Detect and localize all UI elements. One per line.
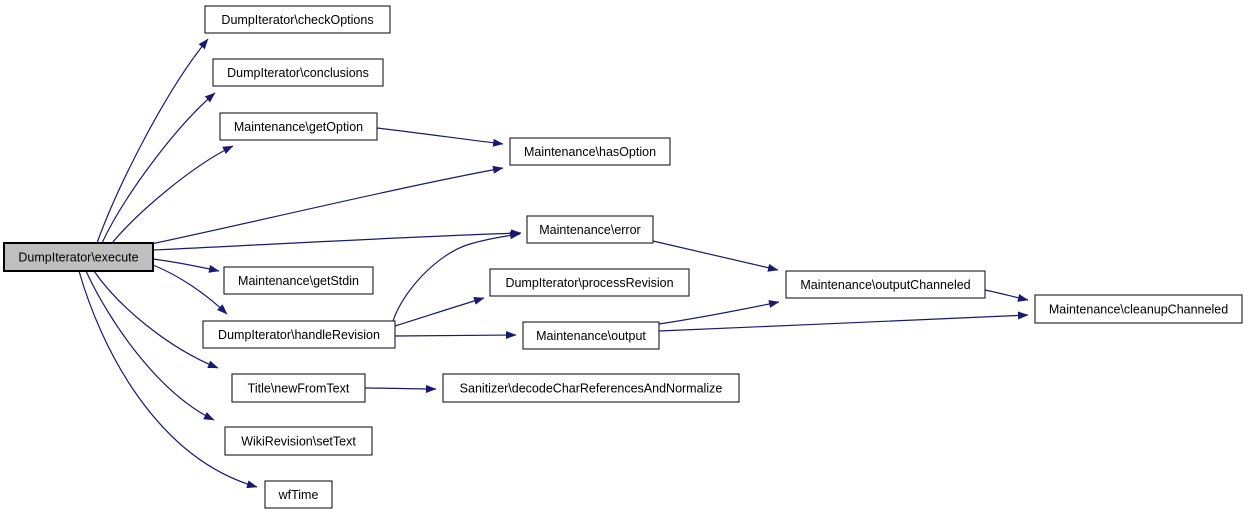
node-box-set-text[interactable] [224,426,373,456]
node-label-get-stdin: Maintenance\getStdin [238,274,359,288]
edge-output-to-output-channeled [658,300,780,325]
edges-layer [78,38,1029,489]
node-check-options[interactable]: DumpIterator\checkOptions [204,5,391,34]
edge-output-to-cleanup-channeled [658,311,1029,332]
node-process-revision[interactable]: DumpIterator\processRevision [489,268,690,297]
node-new-from-text[interactable]: Title\newFromText [231,373,366,403]
nodes-layer: DumpIterator\execute DumpIterator\checkOp… [3,5,1243,509]
node-label-error: Maintenance\error [539,223,640,237]
edge-execute-to-set-text [85,270,215,421]
edge-get-option-to-has-option [376,127,504,147]
edge-error-to-output-channeled [652,240,779,272]
edge-execute-to-conclusions [101,92,216,244]
node-label-execute: DumpIterator\execute [18,251,138,265]
node-has-option[interactable]: Maintenance\hasOption [509,137,671,166]
edge-execute-to-get-option [111,145,234,244]
node-box-conclusions[interactable] [212,58,384,87]
node-cleanup-channeled[interactable]: Maintenance\cleanupChanneled [1034,294,1243,324]
node-set-text[interactable]: WikiRevision\setText [224,426,373,456]
edge-handle-revision-to-output [394,331,517,340]
node-label-conclusions: DumpIterator\conclusions [227,66,369,80]
edge-output-channeled-to-cleanup-channeled [984,289,1029,302]
edge-execute-to-get-stdin [152,258,220,273]
node-box-get-stdin[interactable] [223,266,374,295]
node-output-channeled[interactable]: Maintenance\outputChanneled [785,270,986,299]
edge-new-from-text-to-decode-char-refs [364,384,437,393]
node-output[interactable]: Maintenance\output [522,321,660,350]
node-box-execute[interactable] [3,242,154,272]
node-label-get-option: Maintenance\getOption [234,120,363,134]
edge-execute-to-has-option [150,165,504,245]
node-get-option[interactable]: Maintenance\getOption [219,112,378,141]
node-label-process-revision: DumpIterator\processRevision [505,276,673,290]
node-box-process-revision[interactable] [489,268,690,297]
node-label-set-text: WikiRevision\setText [241,435,356,449]
node-box-decode-char-refs[interactable] [442,373,740,403]
node-decode-char-refs[interactable]: Sanitizer\decodeCharReferencesAndNormali… [442,373,740,403]
node-box-output-channeled[interactable] [785,270,986,299]
node-wf-time[interactable]: wfTime [264,480,333,509]
node-box-wf-time[interactable] [264,480,333,509]
edge-execute-to-new-from-text [93,270,219,369]
edge-handle-revision-to-error [392,231,521,322]
node-label-has-option: Maintenance\hasOption [524,145,656,159]
node-box-error[interactable] [526,215,654,244]
node-get-stdin[interactable]: Maintenance\getStdin [223,266,374,295]
edge-execute-to-error [152,229,522,251]
node-label-wf-time: wfTime [278,488,319,502]
node-label-output: Maintenance\output [536,329,646,343]
node-box-has-option[interactable] [509,137,671,166]
node-label-handle-revision: DumpIterator\handleRevision [218,328,380,342]
edge-execute-to-handle-revision [152,264,228,315]
edge-execute-to-wf-time [78,270,258,489]
node-label-cleanup-channeled: Maintenance\cleanupChanneled [1049,303,1228,317]
node-error[interactable]: Maintenance\error [526,215,654,244]
node-label-decode-char-refs: Sanitizer\decodeCharReferencesAndNormali… [460,382,723,396]
node-box-handle-revision[interactable] [202,320,396,349]
node-box-get-option[interactable] [219,112,378,141]
node-label-new-from-text: Title\newFromText [248,382,350,396]
node-execute[interactable]: DumpIterator\execute [3,242,154,272]
node-box-cleanup-channeled[interactable] [1034,294,1243,324]
node-label-check-options: DumpIterator\checkOptions [221,13,373,27]
edge-execute-to-check-options [96,38,209,244]
node-handle-revision[interactable]: DumpIterator\handleRevision [202,320,396,349]
node-label-output-channeled: Maintenance\outputChanneled [800,278,970,292]
edge-handle-revision-to-process-revision [394,297,485,327]
node-box-new-from-text[interactable] [231,373,366,403]
node-conclusions[interactable]: DumpIterator\conclusions [212,58,384,87]
node-box-check-options[interactable] [204,5,391,34]
node-box-output[interactable] [522,321,660,350]
